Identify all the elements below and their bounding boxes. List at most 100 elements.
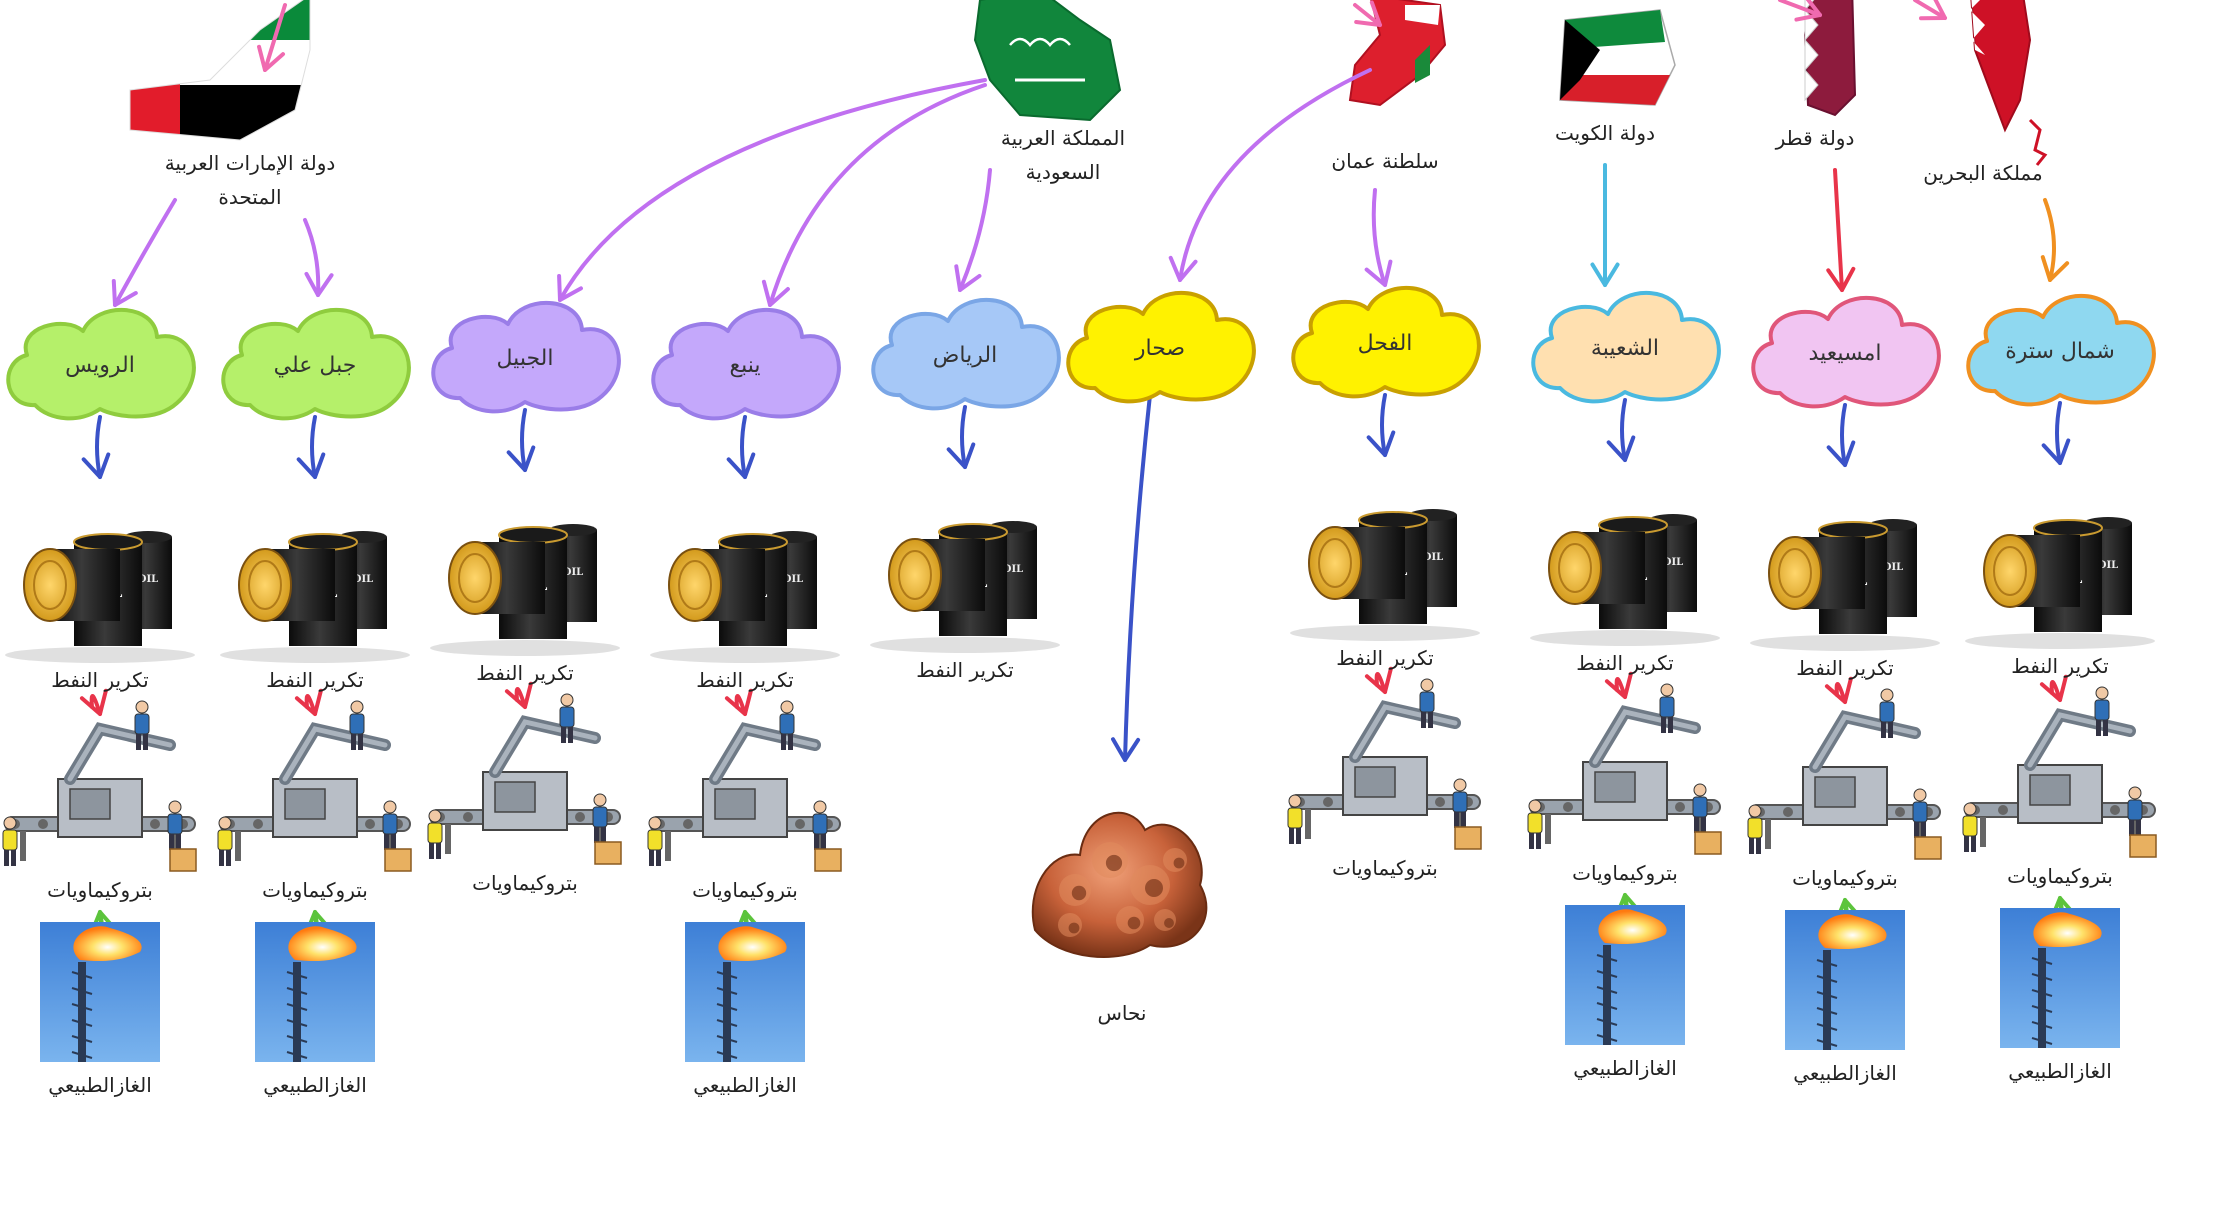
svg-text:OIL: OIL xyxy=(2098,560,2118,571)
country-name: مملكة البحرين xyxy=(1923,161,2042,185)
factory-icon xyxy=(1287,678,1482,850)
bahrain-flag-map-icon xyxy=(1970,0,2048,166)
city-cloud: الفحل xyxy=(1291,286,1481,399)
city-cloud: الرياض xyxy=(871,298,1061,411)
city-name: ينبع xyxy=(729,353,760,378)
gas-flare-icon xyxy=(255,922,375,1062)
city-to-copper-arrow xyxy=(1111,393,1152,762)
city-to-oil-arrow xyxy=(1366,393,1396,457)
country-name: دولة قطر xyxy=(1775,126,1855,150)
city-name: الشعيبة xyxy=(1591,336,1659,361)
pink-arrow xyxy=(1778,0,1822,22)
copper-ore-icon xyxy=(1031,811,1208,958)
factory-icon xyxy=(1962,686,2157,858)
country-to-city-arrow xyxy=(761,83,987,307)
factory-icon xyxy=(217,700,412,872)
city-to-oil-arrow xyxy=(81,415,111,479)
oil-refining-label: تكرير النفط xyxy=(1336,646,1433,670)
city-cloud: امسيعيد xyxy=(1751,296,1941,409)
oil-to-petrochem-arrow xyxy=(79,688,108,716)
oil-to-petrochem-arrow xyxy=(2039,674,2068,702)
connection-arrows xyxy=(79,0,2078,937)
gas-flare-icon xyxy=(685,922,805,1062)
natural-gas-label: الغازالطبيعي xyxy=(1793,1061,1897,1086)
city-cloud: جبل علي xyxy=(221,308,411,421)
gas-flare-icon xyxy=(2000,908,2120,1048)
country-to-city-arrow xyxy=(954,168,992,292)
oil-refining-label: تكرير النفط xyxy=(696,668,793,692)
gas-flare-icon xyxy=(1785,910,1905,1050)
oil-refining-label: تكرير النفط xyxy=(51,668,148,692)
city-to-oil-arrow xyxy=(726,415,756,479)
city-to-oil-arrow xyxy=(1606,398,1636,462)
pink-arrow xyxy=(257,3,287,72)
uae-flag-map-icon xyxy=(129,0,311,141)
svg-text:OIL: OIL xyxy=(353,574,373,585)
country-to-city-arrow xyxy=(303,218,334,297)
city-name: الجبيل xyxy=(497,346,554,371)
natural-gas-label: الغازالطبيعي xyxy=(1573,1056,1677,1081)
country-name: المملكة العربية xyxy=(1001,126,1125,150)
country-to-city-arrow xyxy=(557,78,987,302)
pink-arrow xyxy=(1353,0,1382,27)
country-to-city-arrow xyxy=(1826,168,1856,292)
oil-refining-label: تكرير النفط xyxy=(1576,651,1673,675)
petrochemicals-label: بتروكيماويات xyxy=(1332,856,1438,880)
pink-arrow xyxy=(1913,0,1947,21)
product-icons: OILOILOILOILOILOILOILOILOILOILOILOILOILO… xyxy=(2,509,2157,1062)
natural-gas-label: الغازالطبيعي xyxy=(48,1073,152,1098)
city-to-oil-arrow xyxy=(946,405,976,469)
country-to-city-arrow xyxy=(1364,188,1393,287)
natural-gas-label: الغازالطبيعي xyxy=(2008,1059,2112,1084)
city-name: جبل علي xyxy=(274,353,357,378)
copper-label: نحاس xyxy=(1098,1001,1147,1025)
oil-to-petrochem-arrow xyxy=(1824,676,1853,704)
factory-icon xyxy=(1527,683,1722,855)
natural-gas-label: الغازالطبيعي xyxy=(263,1073,367,1098)
saudi-flag-map-icon xyxy=(973,0,1122,122)
country-name: المتحدة xyxy=(218,185,281,209)
oil-refining-label: تكرير النفط xyxy=(1796,656,1893,680)
kuwait-flag-map-icon xyxy=(1559,9,1676,106)
oil-refining-label: تكرير النفط xyxy=(916,658,1013,682)
city-to-oil-arrow xyxy=(506,408,536,472)
country-to-city-arrow xyxy=(2040,198,2070,282)
city-to-oil-arrow xyxy=(2041,401,2071,465)
svg-text:OIL: OIL xyxy=(783,574,803,585)
petrochemicals-label: بتروكيماويات xyxy=(692,878,798,902)
factory-icon xyxy=(1747,688,1942,860)
petrochemicals-label: بتروكيماويات xyxy=(47,878,153,902)
svg-text:OIL: OIL xyxy=(1663,557,1683,568)
svg-text:OIL: OIL xyxy=(1883,562,1903,573)
oil-refining-label: تكرير النفط xyxy=(2011,654,2108,678)
city-cloud: شمال سترة xyxy=(1966,294,2156,407)
city-cloud: صحار xyxy=(1066,291,1256,404)
oil-to-petrochem-arrow xyxy=(294,688,323,716)
petrochemicals-label: بتروكيماويات xyxy=(2007,864,2113,888)
city-cloud: الجبيل xyxy=(431,301,621,414)
city-cloud: الرويس xyxy=(6,308,196,421)
petrochemicals-label: بتروكيماويات xyxy=(262,878,368,902)
svg-text:OIL: OIL xyxy=(138,574,158,585)
oil-to-petrochem-arrow xyxy=(724,688,753,716)
natural-gas-label: الغازالطبيعي xyxy=(693,1073,797,1098)
country-to-city-arrow xyxy=(1168,68,1372,282)
factory-icon xyxy=(427,693,622,865)
city-name: الرياض xyxy=(933,343,997,368)
oil-refining-label: تكرير النفط xyxy=(266,668,363,692)
country-name: دولة الكويت xyxy=(1555,121,1655,145)
city-name: صحار xyxy=(1134,336,1185,361)
svg-text:OIL: OIL xyxy=(563,567,583,578)
svg-text:OIL: OIL xyxy=(1423,552,1443,563)
